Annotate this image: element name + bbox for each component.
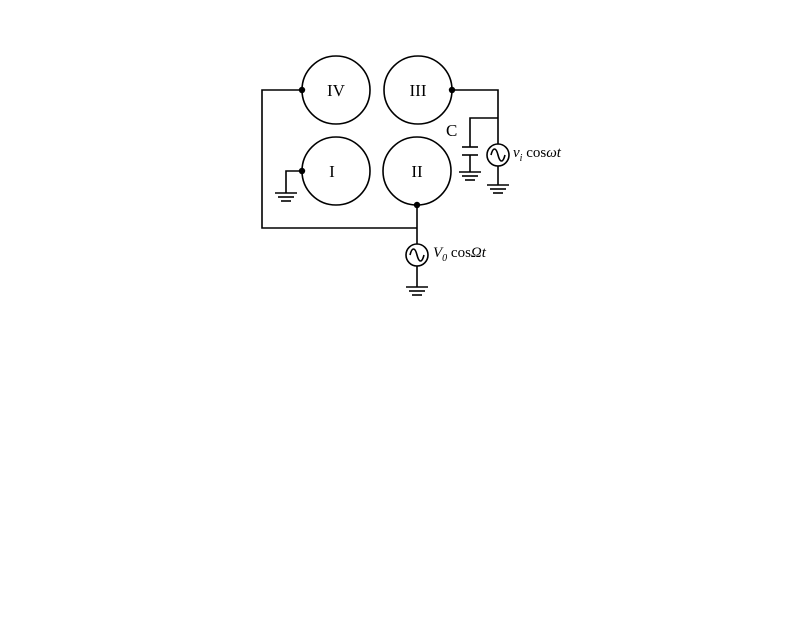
electrode-ii: II xyxy=(382,136,452,206)
electrode-iii: III xyxy=(383,55,453,125)
junction-dot xyxy=(298,167,306,175)
rf-source-label: V0 cosΩt xyxy=(433,245,487,264)
capacitor-label: C xyxy=(446,121,457,140)
wire-cap-branch xyxy=(469,117,498,147)
sine-icon xyxy=(409,248,425,262)
junction-dot xyxy=(448,86,456,94)
electrode-i: I xyxy=(301,136,371,206)
electrode-iv-label: IV xyxy=(327,81,346,100)
wire-i-to-ground xyxy=(285,170,302,193)
sine-icon xyxy=(490,148,506,162)
electrode-i-label: I xyxy=(329,162,335,181)
wire-iv-to-bus xyxy=(261,89,417,229)
junction-dot xyxy=(298,86,306,94)
electrode-ii-label: II xyxy=(411,162,423,181)
wire-iii-to-probe xyxy=(452,89,499,144)
junction-dots xyxy=(298,86,456,209)
rf-ac-source xyxy=(405,243,429,267)
wiring xyxy=(261,89,499,287)
ground-icon xyxy=(487,184,509,194)
ground-icon xyxy=(459,171,481,181)
junction-dot xyxy=(413,201,421,209)
ground-icon xyxy=(275,192,297,202)
electrode-iii-label: III xyxy=(410,81,427,100)
capacitor: C xyxy=(446,121,478,156)
ground-icon xyxy=(406,286,428,296)
electrode-iv: IV xyxy=(301,55,371,125)
probe-source-label: vi cosωt xyxy=(513,145,562,164)
probe-ac-source xyxy=(486,143,510,167)
